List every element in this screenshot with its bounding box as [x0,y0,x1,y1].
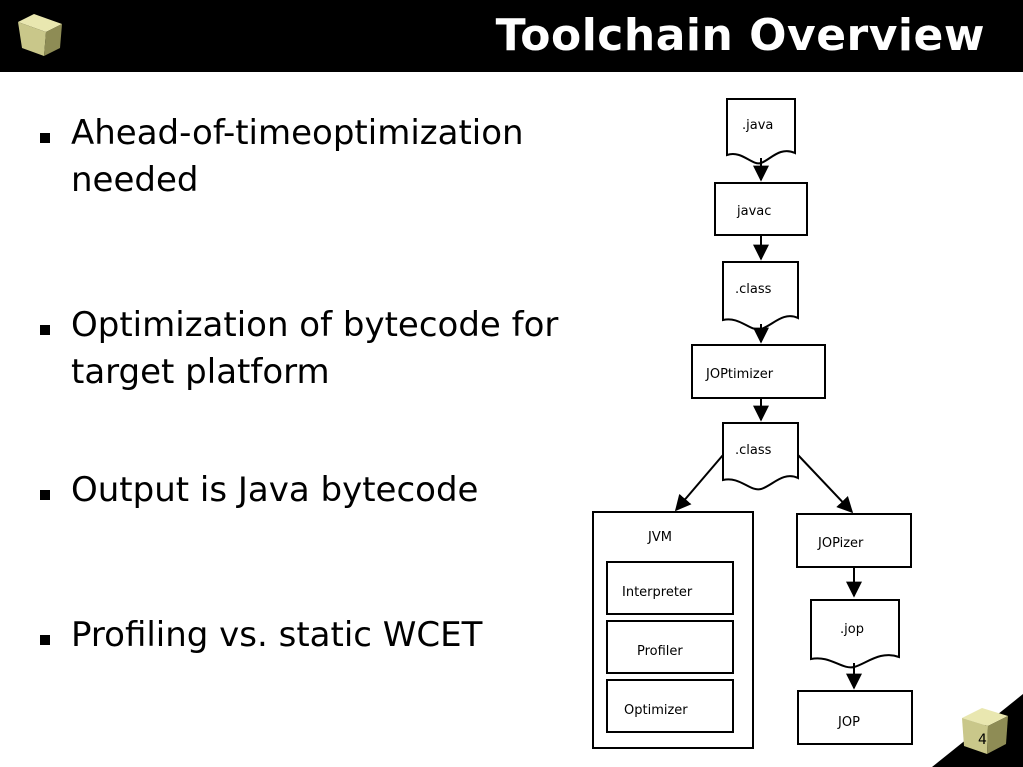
jvm-node: JVM Interpreter Profiler Optimizer [592,511,754,749]
joptimizer-label: JOPtimizer [705,367,774,382]
javac-node: javac [714,182,808,236]
class-file-node: .class [722,261,799,331]
java-file-node: .java [726,98,796,165]
bullet-square-icon [40,490,50,500]
bullet-text: Output is Java bytecode [71,470,479,510]
page-corner: 4 [932,694,1023,767]
bullet-square-icon [40,635,50,645]
jopizer-node: JOPizer [796,513,912,568]
optimizer-node: Optimizer [606,679,734,733]
jvm-label: JVM [647,530,672,545]
profiler-label: Profiler [637,644,683,659]
joptimizer-node: JOPtimizer [691,344,826,399]
bullet-text: Optimization of bytecode for target plat… [71,305,559,392]
class-file-label: .class [735,282,772,297]
jopizer-label: JOPizer [817,536,864,551]
page-number: 4 [978,732,987,748]
jop-label: JOP [837,715,860,730]
interpreter-node: Interpreter [606,561,734,615]
jop-file-node: .jop [810,599,900,669]
bullet-text: Profiling vs. static WCET [71,615,483,655]
jop-node: JOP [797,690,913,745]
interpreter-label: Interpreter [622,585,693,600]
optimizer-label: Optimizer [624,703,688,718]
arrow-class-jvm [674,454,724,512]
cube-logo-icon [18,14,62,56]
java-file-label: .java [742,118,773,133]
cube-page-icon [962,708,1008,754]
bullet-square-icon [40,133,50,143]
jop-file-label: .jop [840,622,864,637]
bullet-text: Ahead-of-timeoptimization needed [71,113,524,200]
slide-title: Toolchain Overview [495,10,985,61]
arrow-class-jopizer [797,454,854,514]
class-file-node: .class [722,422,799,491]
class-file-label: .class [735,443,772,458]
profiler-node: Profiler [606,620,734,674]
javac-label: javac [736,204,771,219]
title-bar: Toolchain Overview [0,0,1023,72]
bullet-square-icon [40,325,50,335]
